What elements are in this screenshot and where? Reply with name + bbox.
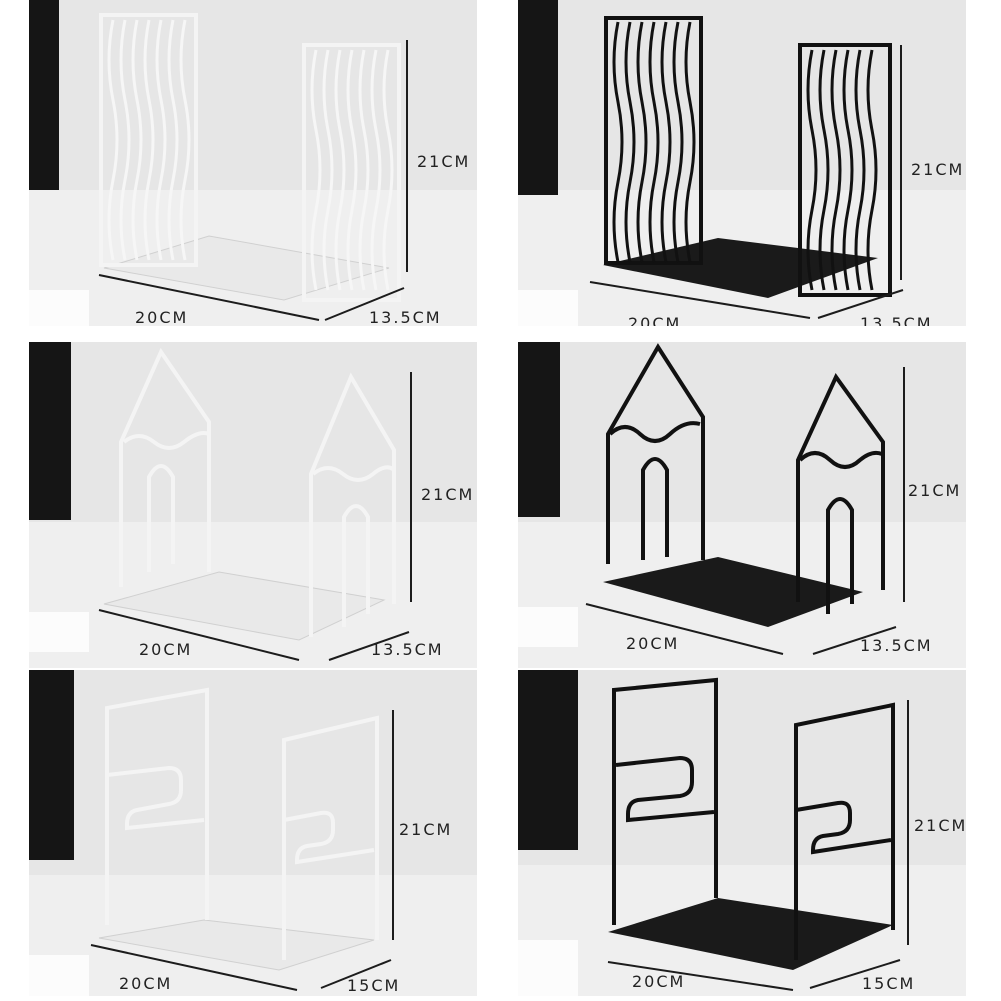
height-label: 21CM — [914, 816, 966, 835]
width-label: 20CM — [632, 972, 686, 991]
depth-label: 13.5CM — [371, 640, 444, 659]
bookend-panel-squiggle-white: 21CM 20CM 15CM — [29, 670, 477, 996]
depth-label: 13.5CM — [369, 308, 442, 326]
width-label: 20CM — [626, 634, 680, 653]
depth-label: 15CM — [347, 976, 401, 995]
height-label: 21CM — [417, 152, 471, 171]
height-label: 21CM — [421, 485, 475, 504]
bookend-illustration — [29, 342, 477, 668]
bookend-illustration — [518, 0, 966, 326]
height-label: 21CM — [908, 481, 962, 500]
height-label: 21CM — [911, 160, 965, 179]
bookend-panel-squiggle-black: 21CM 20CM 15CM — [518, 670, 966, 996]
bookend-illustration — [29, 670, 477, 996]
bookend-illustration — [518, 342, 966, 668]
depth-label: 15CM — [862, 974, 916, 993]
width-label: 20CM — [135, 308, 189, 326]
bookend-panel-pencil-white: 21CM 20CM 13.5CM — [29, 342, 477, 668]
bookend-panel-wave-black: 21CM 20CM 13.5CM — [518, 0, 966, 326]
bookend-panel-pencil-black: 21CM 20CM 13.5CM — [518, 342, 966, 668]
depth-label: 13.5CM — [860, 314, 933, 326]
bookend-illustration — [518, 670, 966, 996]
width-label: 20CM — [628, 314, 682, 326]
width-label: 20CM — [119, 974, 173, 993]
depth-label: 13.5CM — [860, 636, 933, 655]
bookend-panel-wave-white: 21CM 20CM 13.5CM — [29, 0, 477, 326]
bookend-illustration — [29, 0, 477, 326]
width-label: 20CM — [139, 640, 193, 659]
height-label: 21CM — [399, 820, 453, 839]
